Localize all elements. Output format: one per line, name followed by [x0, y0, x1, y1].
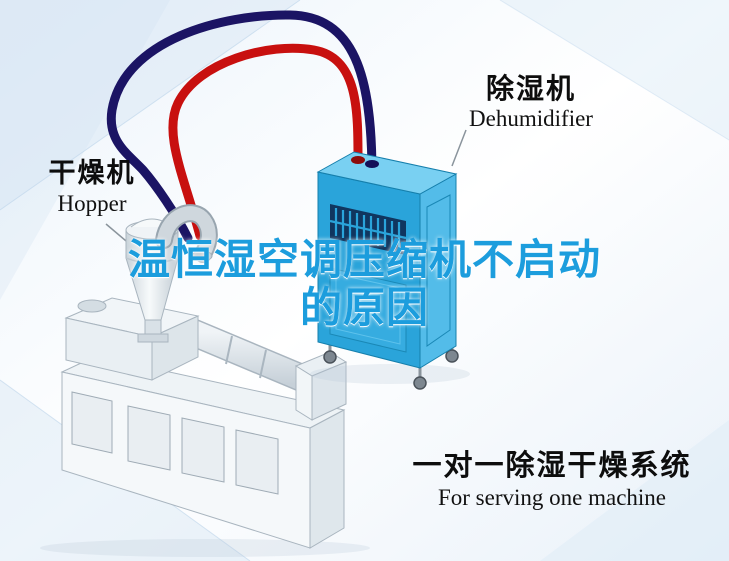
footer-label-cn: 一对一除湿干燥系统 — [412, 448, 692, 482]
footer-label: 一对一除湿干燥系统 For serving one machine — [402, 450, 702, 511]
hopper-label-cn: 干燥机 — [48, 158, 136, 189]
hopper-dryer — [125, 204, 218, 343]
hopper-label: 干燥机 Hopper — [40, 158, 144, 217]
caster-wheel — [323, 350, 337, 364]
dehumidifier-label: 除湿机 Dehumidifier — [446, 74, 616, 132]
caster-wheel — [413, 376, 427, 390]
hose-stub-red — [351, 156, 365, 164]
elbow-duct — [157, 206, 216, 261]
machine-door — [181, 417, 225, 483]
dehumidifier-leader-line — [451, 129, 467, 167]
extruder-barrel — [179, 319, 329, 397]
main-title-line2: 的原因 — [299, 283, 429, 333]
dehumidifier-shadow — [310, 364, 470, 384]
dry-air-hose-navy — [106, 10, 377, 243]
caster-wheel — [445, 349, 459, 363]
machine-door — [127, 405, 171, 471]
dehumidifier-unit — [310, 151, 470, 390]
processing-machine — [40, 297, 370, 557]
main-title-line1: 温恒湿空调压缩机不启动 — [127, 235, 601, 284]
side-door — [426, 194, 451, 347]
main-title: 温恒湿空调压缩机不启动 的原因 — [0, 235, 729, 333]
footer-label-en: For serving one machine — [437, 485, 667, 511]
hose-stub-navy — [365, 160, 379, 168]
front-panel — [329, 267, 407, 353]
dehumidifier-label-cn: 除湿机 — [485, 72, 576, 105]
machine-door — [71, 391, 113, 454]
hopper-label-en: Hopper — [57, 191, 127, 217]
return-air-hose-red — [168, 43, 363, 241]
machine-door — [235, 429, 279, 495]
motor-cap — [77, 299, 107, 313]
machine-shadow — [40, 539, 370, 557]
duct-flange — [191, 250, 213, 262]
dehumidifier-label-en: Dehumidifier — [469, 106, 593, 132]
